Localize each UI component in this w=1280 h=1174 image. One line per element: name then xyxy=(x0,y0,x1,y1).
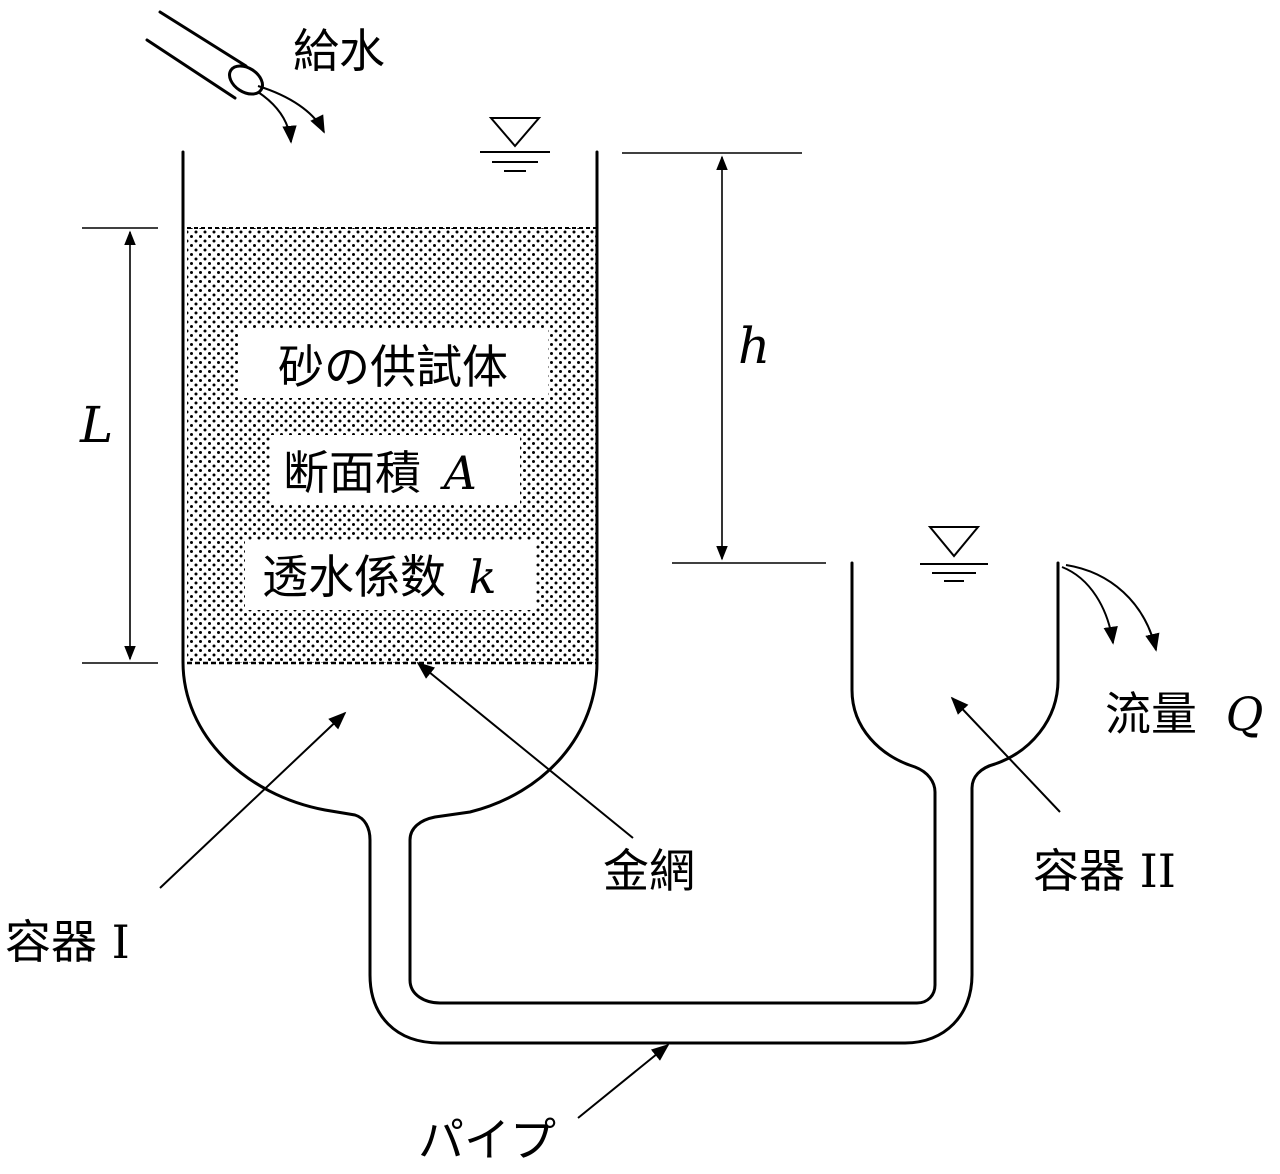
flow-text: 流量 xyxy=(1105,687,1197,741)
container-2-label: 容器 II xyxy=(1033,844,1176,898)
container-1-leader xyxy=(159,711,347,889)
permeability-symbol: k xyxy=(469,550,497,604)
length-dimension xyxy=(82,227,158,664)
permeability-text: 透水係数 xyxy=(262,550,446,604)
container-2-leader xyxy=(950,696,1061,813)
apparatus-outline xyxy=(181,150,1060,1045)
flow-label: 流量 Q xyxy=(1105,687,1263,741)
wire-mesh-label: 金網 xyxy=(603,844,695,898)
area-label-bg xyxy=(270,435,520,505)
area-label: 断面積 A xyxy=(283,446,477,500)
container-1-label: 容器 I xyxy=(5,915,130,969)
pipe-leader xyxy=(577,1043,670,1119)
supply-flow-arrows xyxy=(257,85,325,144)
head-label: h xyxy=(738,317,770,375)
water-level-symbol-2 xyxy=(920,526,988,582)
outflow-arrows xyxy=(1061,564,1160,652)
head-dimension xyxy=(622,152,826,564)
pipe-label: パイプ xyxy=(418,1113,556,1167)
sample-label: 砂の供試体 xyxy=(278,340,508,394)
permeability-label-bg xyxy=(245,540,535,610)
area-text: 断面積 xyxy=(283,446,421,500)
supply-pipe xyxy=(145,10,264,100)
length-label: L xyxy=(79,396,113,454)
water-level-symbol-1 xyxy=(480,117,550,172)
sample-label-bg xyxy=(238,328,548,398)
permeability-label: 透水係数 k xyxy=(262,550,497,604)
area-symbol: A xyxy=(440,446,477,500)
wire-mesh-leader xyxy=(416,661,634,839)
water-supply-label: 給水 xyxy=(293,24,385,78)
flow-symbol: Q xyxy=(1226,687,1264,741)
